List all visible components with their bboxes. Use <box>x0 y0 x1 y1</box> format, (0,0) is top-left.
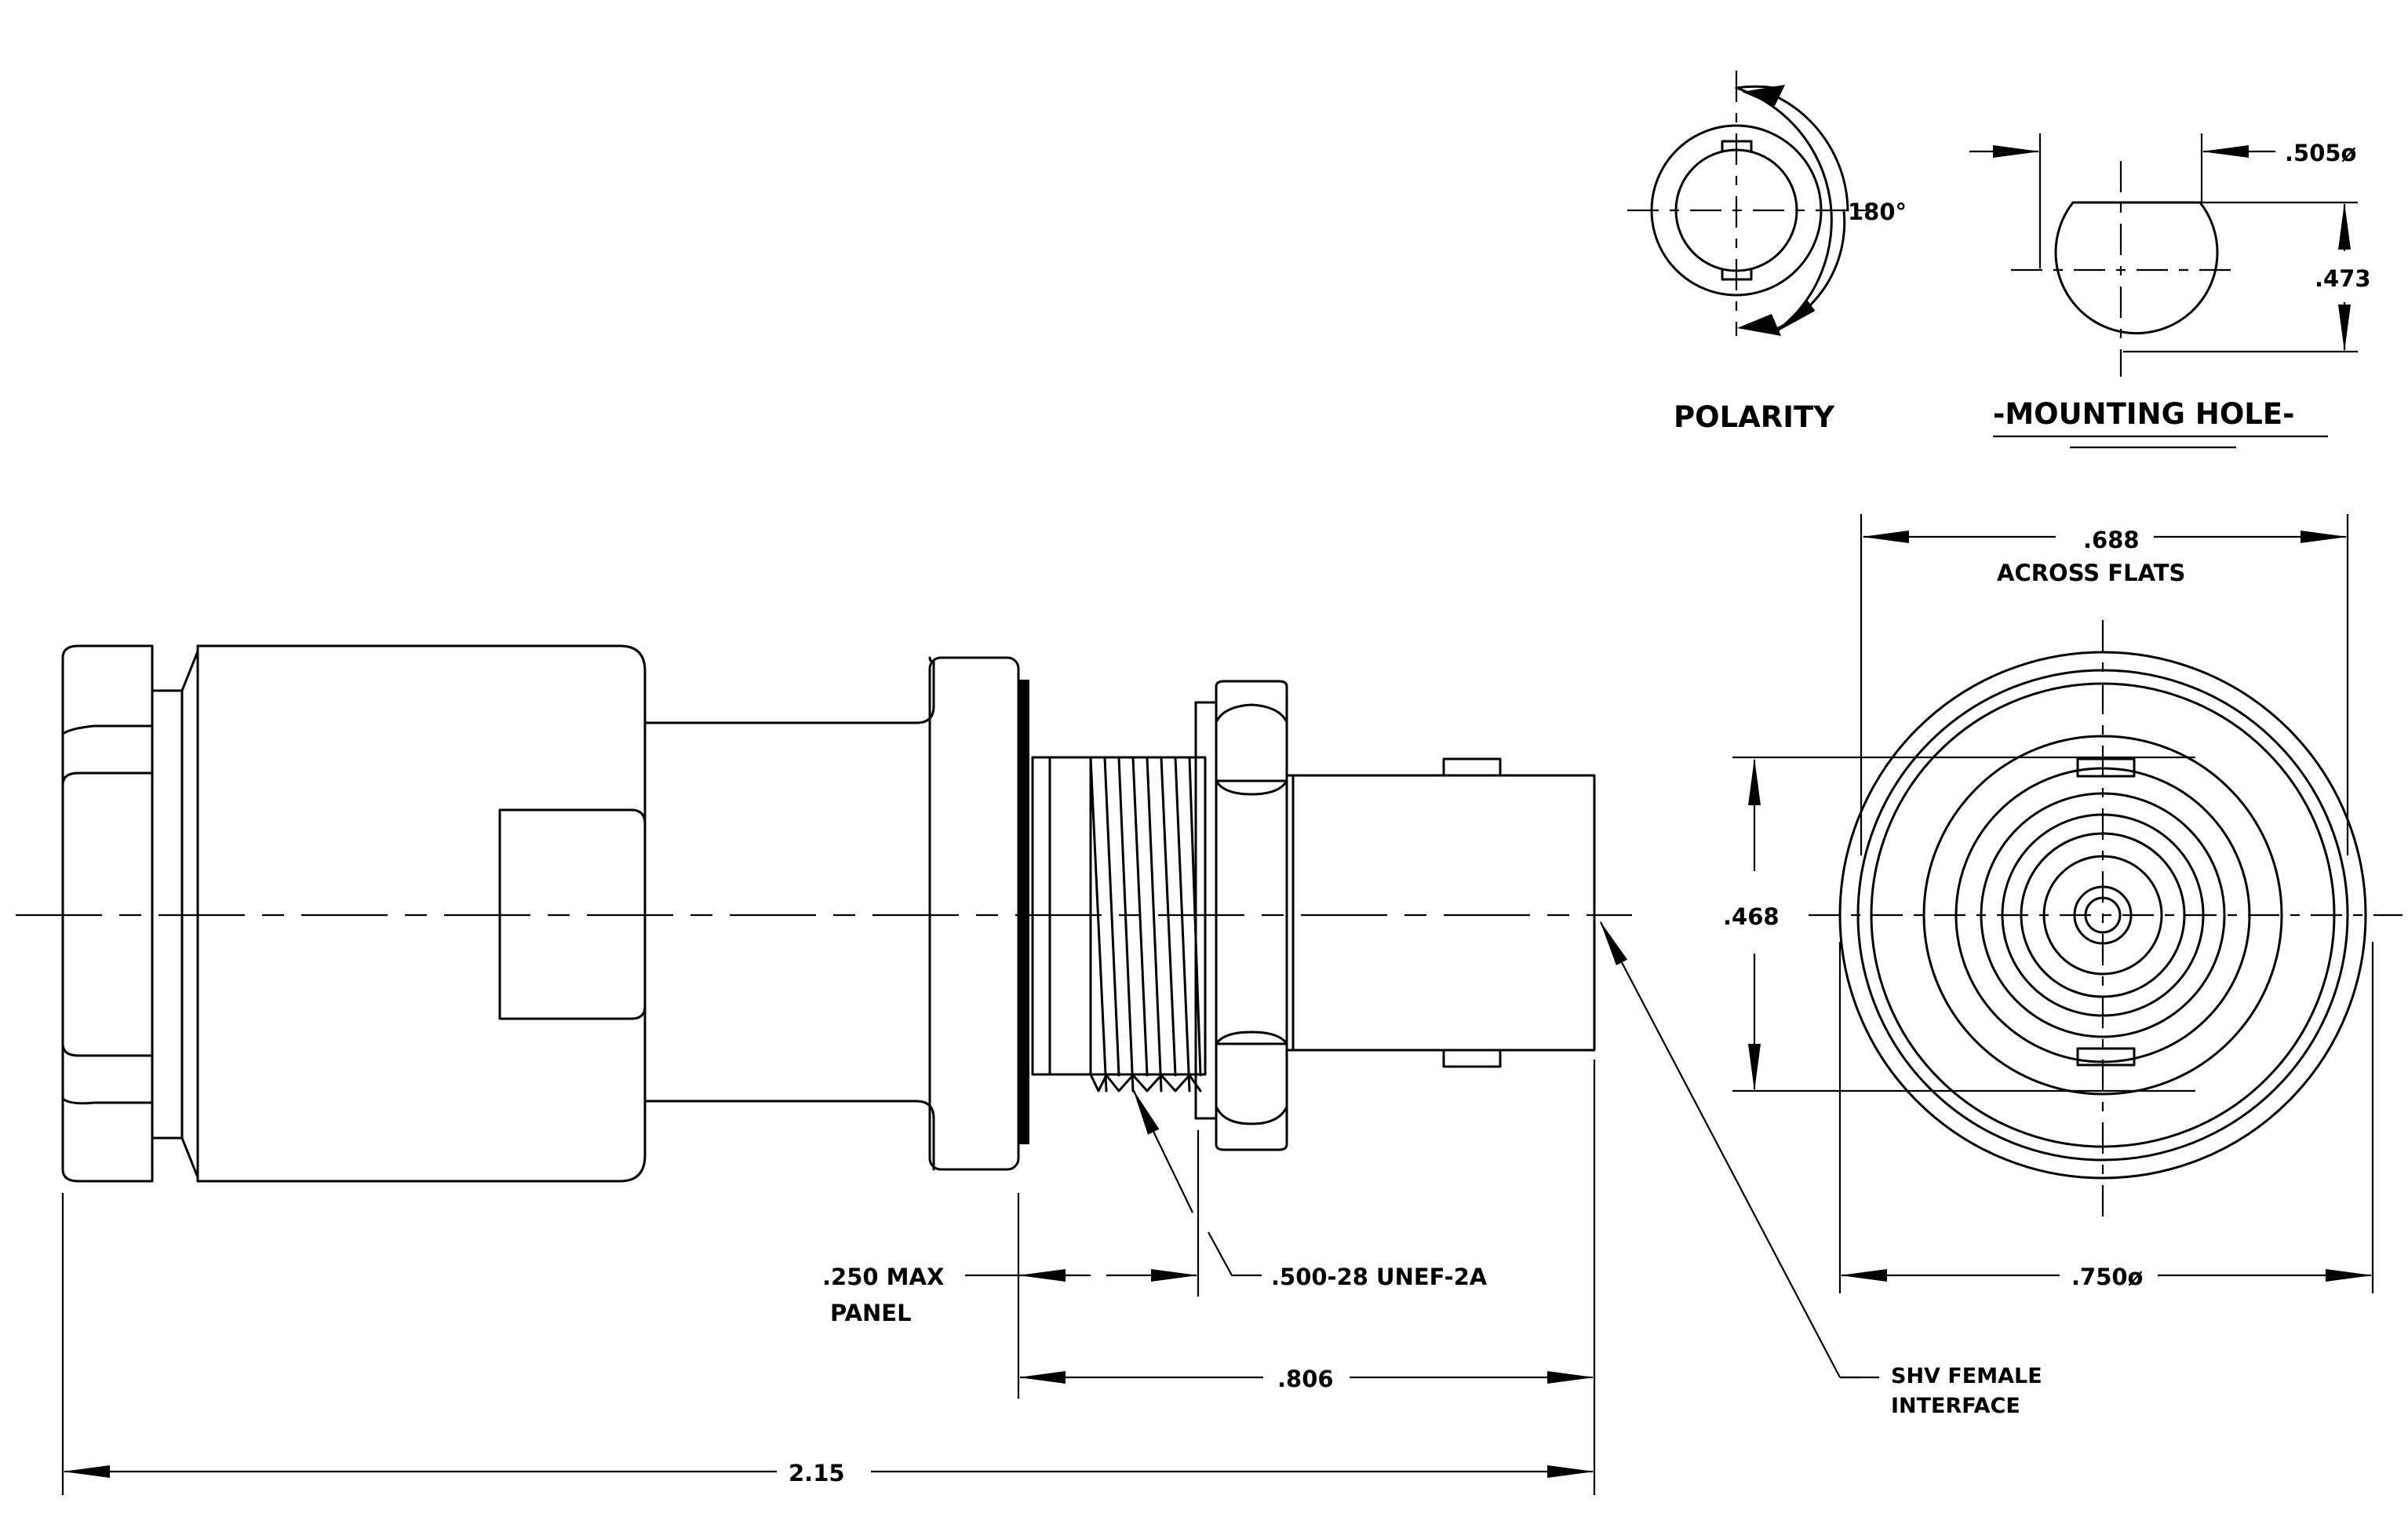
polarity-view: 180° POLARITY <box>1627 71 1907 434</box>
thread-spec-label: .500-28 UNEF-2A <box>1271 1264 1488 1290</box>
mounting-hole-view: .505ø .473 -MOUNTING HOLE- <box>1969 133 2371 449</box>
side-view-dimensions: .250 MAX PANEL .500-28 UNEF-2A .806 2.15… <box>61 921 2042 1495</box>
diameter-750-label: .750ø <box>2071 1264 2143 1290</box>
length-806-label: .806 <box>1277 1366 1334 1392</box>
thread-lines <box>1089 756 1202 1092</box>
panel-max-label: .250 MAX <box>822 1264 944 1290</box>
interface-label-line2: INTERFACE <box>1891 1394 2020 1418</box>
panel-label: PANEL <box>830 1300 912 1326</box>
height-468-label: .468 <box>1723 903 1780 930</box>
polarity-angle-label: 180° <box>1848 199 1907 225</box>
connector-front-view: .688 ACROSS FLATS .468 .750ø <box>1723 514 2403 1293</box>
across-flats-text: ACROSS FLATS <box>1997 560 2185 586</box>
hole-diameter-label: .505ø <box>2285 140 2356 166</box>
connector-side-view <box>16 644 1632 1183</box>
polarity-title: POLARITY <box>1674 400 1835 434</box>
hole-flat-label: .473 <box>2315 265 2371 292</box>
mounting-hole-title: -MOUNTING HOLE- <box>1993 397 2295 431</box>
across-flats-value: .688 <box>2083 527 2140 553</box>
interface-label-line1: SHV FEMALE <box>1891 1364 2042 1388</box>
overall-length-label: 2.15 <box>789 1460 845 1486</box>
